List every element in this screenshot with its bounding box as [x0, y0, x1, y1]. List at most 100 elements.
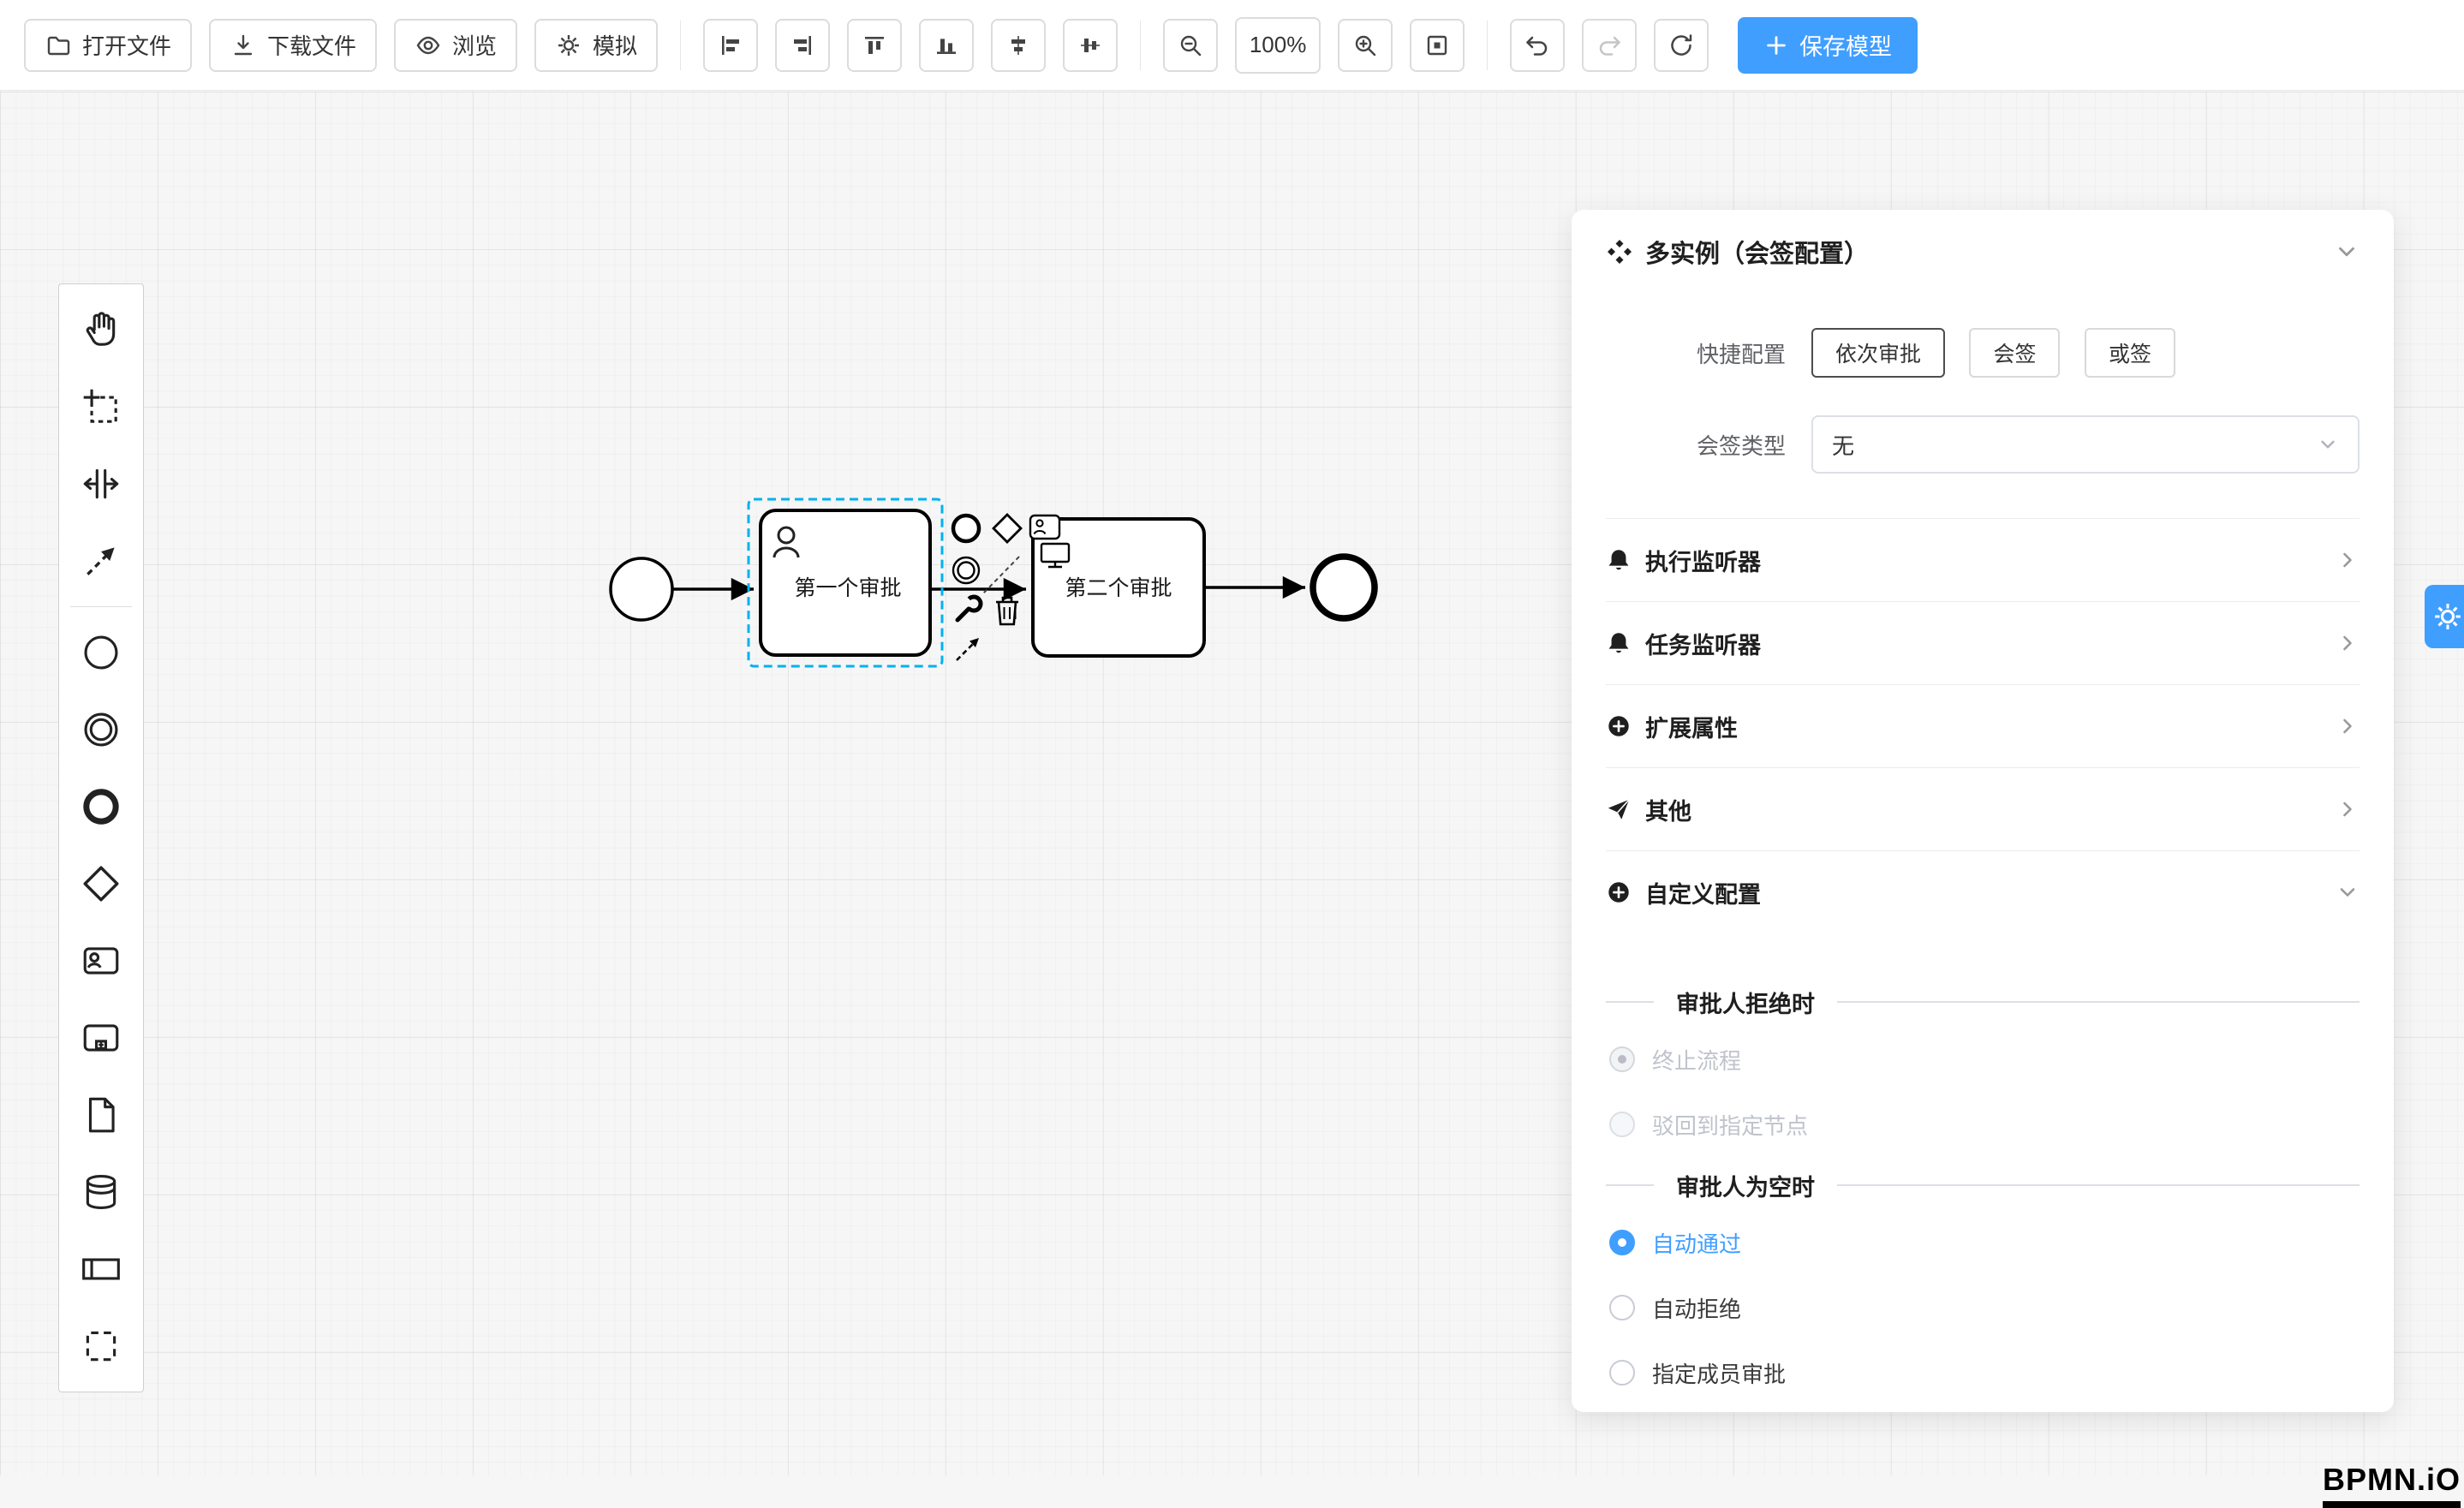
chevron-down-icon: [2339, 247, 2354, 257]
preview-button[interactable]: 浏览: [394, 18, 518, 72]
toolbar-divider: [1487, 20, 1489, 70]
create-data-store[interactable]: [59, 1153, 143, 1231]
send-icon: [1608, 799, 1630, 820]
radio-icon: [1609, 1046, 1635, 1072]
canvas[interactable]: 第一个审批 第二个审批: [0, 92, 2464, 1508]
multi-instance-header[interactable]: 多实例（会签配置）: [1606, 210, 2360, 294]
create-intermediate-event[interactable]: [59, 691, 143, 768]
document-icon: [88, 1097, 115, 1133]
radio-label: 终止流程: [1652, 1047, 1742, 1074]
undo-button[interactable]: [1510, 18, 1566, 72]
end-event-shape[interactable]: [1310, 553, 1378, 622]
global-connect-tool[interactable]: [59, 522, 143, 599]
quick-option-orsign[interactable]: 或签: [2084, 328, 2175, 378]
radio-assign-member[interactable]: 指定成员审批: [1609, 1351, 2360, 1394]
end-event-icon: [83, 789, 119, 825]
save-model-label: 保存模型: [1799, 34, 1893, 60]
context-pad-append-intermediate-event[interactable]: [952, 556, 981, 585]
section-extended-properties[interactable]: 扩展属性: [1606, 684, 2360, 767]
align-center-vertical-button[interactable]: [1063, 18, 1119, 72]
fit-viewport-icon: [1427, 35, 1447, 55]
create-gateway[interactable]: [59, 845, 143, 922]
download-file-button[interactable]: 下载文件: [209, 18, 378, 72]
multi-instance-body: 快捷配置 依次审批 会签 或签 会签类型 无: [1606, 294, 2360, 518]
refresh-button[interactable]: [1654, 18, 1709, 72]
open-file-button[interactable]: 打开文件: [24, 18, 193, 72]
sign-type-select[interactable]: 无: [1811, 415, 2360, 474]
quick-option-sequential[interactable]: 依次审批: [1811, 328, 1946, 378]
context-pad-append-end-event[interactable]: [951, 513, 981, 544]
zoom-level-display: 100%: [1235, 16, 1321, 74]
hand-tool[interactable]: [59, 291, 143, 368]
create-participant[interactable]: [59, 1231, 143, 1308]
redo-button[interactable]: [1582, 18, 1638, 72]
bpmn-palette: [58, 283, 144, 1392]
create-user-task[interactable]: [59, 922, 143, 999]
create-end-event[interactable]: [59, 768, 143, 845]
create-start-event[interactable]: [59, 614, 143, 691]
create-subprocess[interactable]: [59, 999, 143, 1076]
hand-icon: [86, 312, 116, 346]
space-tool-icon: [83, 468, 119, 499]
context-pad-append-user-task[interactable]: [1029, 514, 1061, 540]
section-label: 执行监听器: [1645, 549, 1761, 575]
quick-option-countersign[interactable]: 会签: [1969, 328, 2061, 378]
create-task[interactable]: [59, 1076, 143, 1153]
section-task-listener[interactable]: 任务监听器: [1606, 601, 2360, 684]
save-model-button[interactable]: 保存模型: [1738, 16, 1918, 74]
section-custom-config[interactable]: 自定义配置: [1606, 850, 2360, 933]
context-pad-connect-icon[interactable]: [956, 638, 979, 661]
align-right-button[interactable]: [775, 18, 831, 72]
radio-label: 自动拒绝: [1652, 1296, 1742, 1322]
user-task-1-shape[interactable]: 第一个审批: [759, 509, 932, 657]
create-group[interactable]: [59, 1308, 143, 1385]
user-task-2-shape[interactable]: 第二个审批: [1031, 517, 1206, 658]
zoom-out-button[interactable]: [1163, 18, 1219, 72]
settings-tab[interactable]: [2425, 585, 2464, 648]
custom-config-body: 审批人拒绝时 终止流程 驳回到指定节点 审批人为空时 自动通过: [1606, 933, 2360, 1394]
context-pad-screen-icon[interactable]: [1040, 542, 1071, 569]
lasso-tool[interactable]: [59, 368, 143, 445]
radio-icon: [1609, 1295, 1635, 1320]
subprocess-icon: [83, 1024, 119, 1052]
section-label: 其他: [1645, 798, 1691, 825]
gear-icon: [558, 34, 580, 56]
participant-icon: [82, 1258, 120, 1280]
zoom-in-button[interactable]: [1338, 18, 1393, 72]
plus-circle-icon: [1608, 882, 1629, 903]
chevron-down-icon: [2321, 440, 2335, 449]
align-center-horizontal-icon: [1011, 35, 1026, 55]
context-pad-trash-icon[interactable]: [996, 596, 1018, 626]
bpmn-diagram[interactable]: 第一个审批 第二个审批: [0, 92, 2464, 1475]
section-execution-listener[interactable]: 执行监听器: [1606, 518, 2360, 601]
radio-icon: [1609, 1230, 1635, 1255]
sequence-flow[interactable]: [673, 575, 1305, 601]
space-tool[interactable]: [59, 445, 143, 522]
gateway-icon: [83, 866, 119, 902]
fit-viewport-button[interactable]: [1410, 18, 1465, 72]
align-top-button[interactable]: [847, 18, 903, 72]
chevron-right-icon: [2343, 802, 2352, 817]
multi-instance-icon: [1608, 240, 1632, 264]
radio-icon: [1609, 1360, 1635, 1386]
reject-group-title: 审批人拒绝时: [1676, 991, 1815, 1017]
section-other[interactable]: 其他: [1606, 767, 2360, 850]
radio-auto-pass[interactable]: 自动通过: [1609, 1221, 2360, 1264]
radio-auto-reject[interactable]: 自动拒绝: [1609, 1286, 2360, 1329]
radio-terminate-process[interactable]: 终止流程: [1609, 1038, 2360, 1081]
context-pad-append-gateway[interactable]: [992, 513, 1023, 544]
start-event-shape[interactable]: [609, 557, 674, 622]
align-left-icon: [722, 35, 740, 55]
align-left-button[interactable]: [703, 18, 759, 72]
radio-return-to-node[interactable]: 驳回到指定节点: [1609, 1103, 2360, 1146]
simulate-button[interactable]: 模拟: [534, 18, 659, 72]
redo-icon: [1599, 36, 1620, 56]
bell-icon: [1608, 633, 1629, 653]
folder-icon: [47, 36, 70, 55]
user-icon: [773, 526, 800, 558]
context-pad-wrench-icon[interactable]: [955, 594, 983, 623]
align-center-horizontal-button[interactable]: [991, 18, 1047, 72]
task-label: 第一个审批: [794, 576, 901, 600]
align-bottom-button[interactable]: [919, 18, 975, 72]
refresh-icon: [1671, 33, 1692, 56]
